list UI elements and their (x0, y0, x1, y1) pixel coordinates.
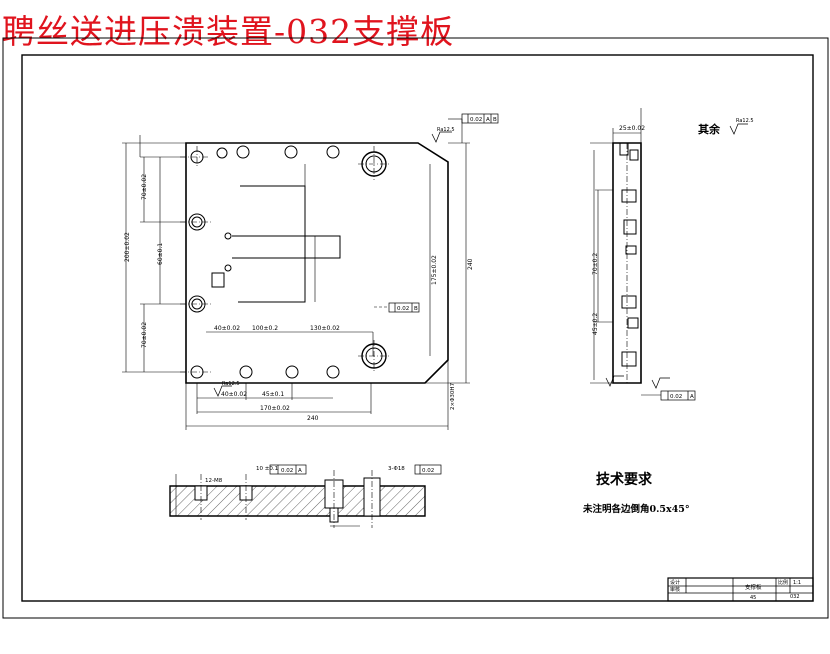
dim-height-b: 70±0.02 (141, 174, 148, 200)
tb-scale-value: 1:1 (793, 580, 801, 586)
section-dim-3: 3-Φ18 (388, 466, 405, 472)
outer-frame (2, 37, 829, 619)
tb-material: 45 (750, 595, 756, 601)
dim-height-c: 70±0.02 (141, 322, 148, 348)
section-view-labels: 12-M8 10 ±0.1 3-Φ18 0.02 A 0.02 (205, 466, 434, 484)
roughness-bottom: Ra12.5 (222, 381, 240, 387)
slot-pocket (238, 185, 306, 303)
tb-checker-label: 审核 (670, 586, 680, 593)
dim-right-h2: 240 (467, 258, 474, 270)
tol-top-datum-b: B (493, 117, 497, 123)
side-tol-value: 0.02 (670, 394, 682, 400)
tb-part-name: 支撑板 (745, 583, 762, 591)
tb-part-no: 032 (790, 594, 800, 600)
tech-req-heading: 技术要求 (596, 471, 653, 488)
tol-top-value: 0.02 (470, 117, 482, 123)
side-slot (211, 272, 225, 288)
section-dim-2: 10 ±0.1 (256, 466, 278, 472)
hole-b1 (239, 365, 253, 379)
hole-t1 (216, 147, 228, 159)
pin-hole-1 (224, 232, 232, 240)
dim-width-b: 40±0.02 (221, 391, 247, 398)
side-view (590, 108, 748, 401)
section-tol-value: 0.02 (281, 468, 293, 474)
tol-frame-top (461, 113, 499, 124)
roughness-general (729, 123, 748, 135)
tol-mid-value: 0.02 (397, 306, 409, 312)
centerlines (180, 146, 390, 373)
left-dimensions (122, 135, 186, 373)
tol-frame-mid (388, 302, 420, 313)
section-tol-value-2: 0.02 (422, 468, 434, 474)
side-thk: 25±0.02 (619, 125, 645, 132)
side-tol-frame (660, 390, 696, 401)
title-block-text: 设计 审核 支撑板 比例 1:1 032 45 (670, 579, 801, 601)
side-h1: 70±0.2 (592, 253, 599, 275)
hole-b2 (285, 365, 299, 379)
dim-width-a: 170±0.02 (260, 405, 290, 412)
tb-designer-label: 设计 (670, 579, 680, 586)
front-view-labels: 200±0.02 70±0.02 70±0.02 60±0.1 240 170±… (124, 117, 497, 422)
pin-hole-2 (224, 264, 232, 272)
dim-width-b2: 40±0.02 (214, 325, 240, 332)
surface-note-label: 其余 (698, 122, 721, 136)
title-block (667, 577, 814, 602)
hole-note: 2×Φ30H7 (450, 382, 456, 410)
tol-mid-datum-b: B (414, 306, 418, 312)
tech-req-note: 未注明各边倒角0.5x45° (582, 503, 690, 515)
hole-t3 (284, 145, 298, 159)
inner-rect (232, 235, 341, 259)
roughness-top: Ra12.5 (437, 127, 455, 133)
side-h2: 45±0.2 (592, 313, 599, 335)
bottom-dimensions (185, 331, 449, 430)
section-view (169, 464, 442, 528)
drawing-banner-title: 聘丝送进压溃装置-032支撑板 (2, 12, 455, 51)
dim-width-e: 130±0.02 (310, 325, 340, 332)
dim-width-c: 45±0.1 (262, 391, 284, 398)
tol-top-datum-a: A (486, 117, 490, 123)
section-dim-1: 12-M8 (205, 478, 223, 484)
hole-b3 (326, 365, 340, 379)
front-view (122, 113, 499, 430)
side-tol-datum-a: A (690, 394, 694, 400)
hole-t4 (326, 145, 340, 159)
side-outline (612, 142, 642, 384)
dim-right-h: 175±0.02 (431, 255, 438, 285)
section-body (169, 485, 426, 517)
right-dimensions (304, 142, 470, 384)
dim-overall-width: 240 (307, 415, 319, 422)
dim-height-a: 200±0.02 (124, 232, 131, 262)
dim-height-d: 60±0.1 (157, 243, 164, 265)
hole-t2 (236, 145, 250, 159)
tb-scale-label: 比例 (778, 579, 788, 586)
side-view-labels: 70±0.2 45±0.2 25±0.02 0.02 A 其余 Ra12.5 (592, 118, 754, 400)
surface-note-roughness: Ra12.5 (736, 118, 754, 124)
dim-width-d: 100±0.2 (252, 325, 278, 332)
roughness-mark-2 (213, 385, 232, 397)
inner-frame (21, 54, 814, 602)
roughness-mark-1 (431, 131, 452, 143)
plate-outline (185, 142, 449, 384)
section-tol-datum: A (298, 468, 302, 474)
